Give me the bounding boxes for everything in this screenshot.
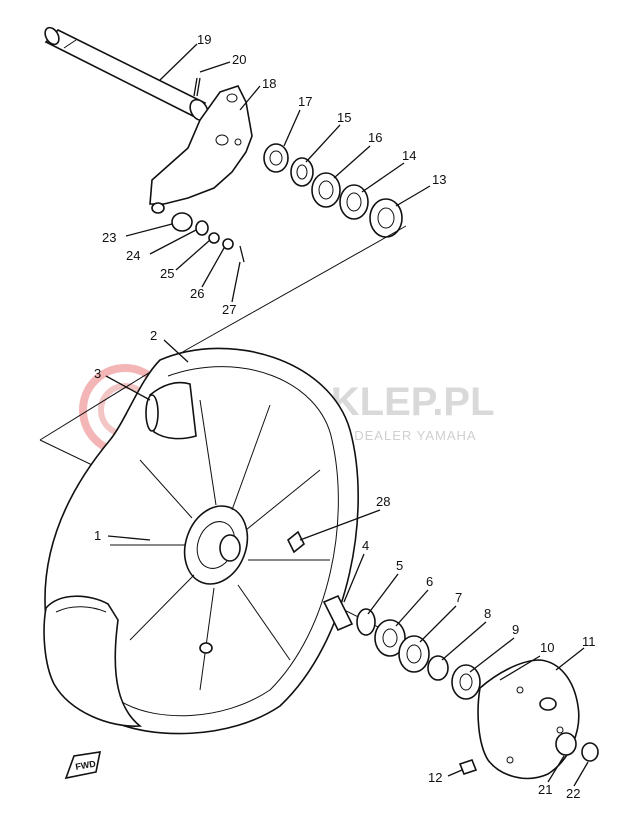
- callout-20: 20: [232, 52, 246, 67]
- callout-5: 5: [396, 558, 403, 573]
- callout-21: 21: [538, 782, 552, 797]
- wheel-assembly: [43, 347, 359, 735]
- callout-4: 4: [362, 538, 369, 553]
- callout-25: 25: [160, 266, 174, 281]
- cotter-pin: [193, 77, 201, 97]
- callout-22: 22: [566, 786, 580, 801]
- bearing-stack-upper: [263, 143, 403, 238]
- bearing-stack-lower: [322, 594, 599, 780]
- rim-band: [145, 381, 197, 440]
- callout-7: 7: [455, 590, 462, 605]
- small-parts-lower: [171, 212, 245, 263]
- callout-15: 15: [337, 110, 351, 125]
- callout-27: 27: [222, 302, 236, 317]
- callout-19: 19: [197, 32, 211, 47]
- forward-direction-badge: FWD: [64, 751, 102, 780]
- callout-28: 28: [376, 494, 390, 509]
- front-axle: [44, 26, 209, 122]
- callout-12: 12: [428, 770, 442, 785]
- axle-bracket: [149, 85, 253, 214]
- callout-18: 18: [262, 76, 276, 91]
- callout-8: 8: [484, 606, 491, 621]
- callout-9: 9: [512, 622, 519, 637]
- callout-24: 24: [126, 248, 140, 263]
- forward-label: FWD: [75, 758, 97, 771]
- callout-2: 2: [150, 328, 157, 343]
- callout-1: 1: [94, 528, 101, 543]
- callout-14: 14: [402, 148, 416, 163]
- callout-13: 13: [432, 172, 446, 187]
- callout-labels: 19 20 18 17 15 16 14 13 23 24 25 26 27 2…: [94, 32, 596, 801]
- callout-17: 17: [298, 94, 312, 109]
- callout-11: 11: [582, 634, 596, 649]
- speedometer-gear: [286, 530, 306, 554]
- callout-26: 26: [190, 286, 204, 301]
- callout-10: 10: [540, 640, 554, 655]
- callout-23: 23: [102, 230, 116, 245]
- callout-16: 16: [368, 130, 382, 145]
- leader-lines: [105, 43, 589, 787]
- callout-6: 6: [426, 574, 433, 589]
- callout-3: 3: [94, 366, 101, 381]
